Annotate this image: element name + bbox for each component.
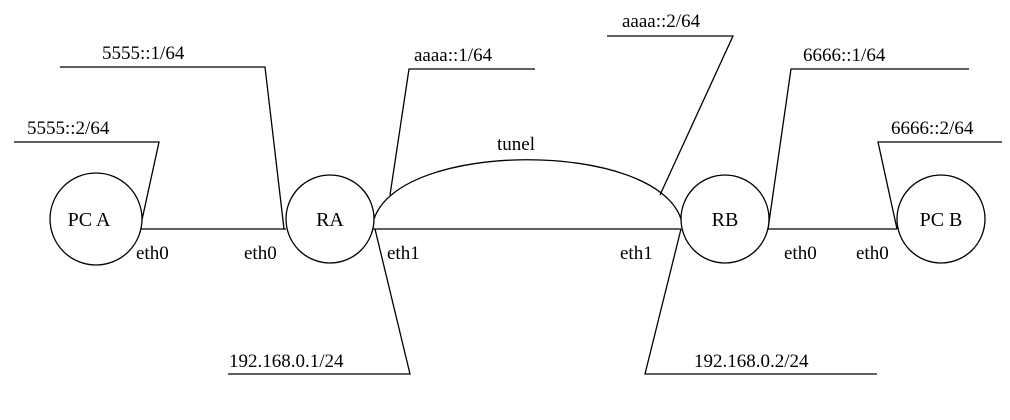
pc-b-address-label: 6666::2/64 bbox=[891, 118, 974, 139]
ra-eth1-address-label: 192.168.0.1/24 bbox=[229, 351, 344, 372]
rb-eth0-address-label: 6666::1/64 bbox=[803, 45, 886, 66]
tunnel-arc bbox=[373, 159, 682, 220]
leader-ra-tunnel-address bbox=[389, 68, 535, 196]
ra-label: RA bbox=[316, 209, 344, 231]
pc-b-label: PC B bbox=[920, 209, 963, 231]
rb-eth1-label: eth1 bbox=[620, 243, 653, 264]
rb-node bbox=[680, 174, 770, 264]
leader-rb-tunnel-address bbox=[607, 35, 735, 196]
ra-eth1-label: eth1 bbox=[387, 243, 420, 264]
pc-a-eth0-label: eth0 bbox=[136, 243, 169, 264]
rb-tunnel-address-label: aaaa::2/64 bbox=[622, 11, 701, 32]
leader-rb-eth0-address bbox=[767, 68, 969, 230]
pc-a-address-label: 5555::2/64 bbox=[27, 118, 110, 139]
rb-label: RB bbox=[712, 209, 739, 231]
leader-rb-eth1-address bbox=[644, 228, 877, 375]
leader-pc-b-address bbox=[877, 141, 1002, 230]
pc-b-node bbox=[896, 174, 986, 264]
pc-a-label: PC A bbox=[68, 209, 111, 231]
tunnel-label: tunel bbox=[497, 134, 535, 155]
ra-eth0-address-label: 5555::1/64 bbox=[102, 43, 185, 64]
leader-pc-a-address bbox=[14, 141, 160, 230]
pc-b-eth0-label: eth0 bbox=[856, 243, 889, 264]
ra-tunnel-address-label: aaaa::1/64 bbox=[414, 45, 493, 66]
ra-eth0-label: eth0 bbox=[244, 243, 277, 264]
pc-a-node bbox=[49, 172, 143, 266]
leader-ra-eth1-address bbox=[228, 228, 411, 375]
rb-eth1-address-label: 192.168.0.2/24 bbox=[694, 351, 809, 372]
ra-node bbox=[285, 174, 375, 264]
rb-eth0-label: eth0 bbox=[784, 243, 817, 264]
leader-ra-eth0-address bbox=[60, 66, 285, 230]
